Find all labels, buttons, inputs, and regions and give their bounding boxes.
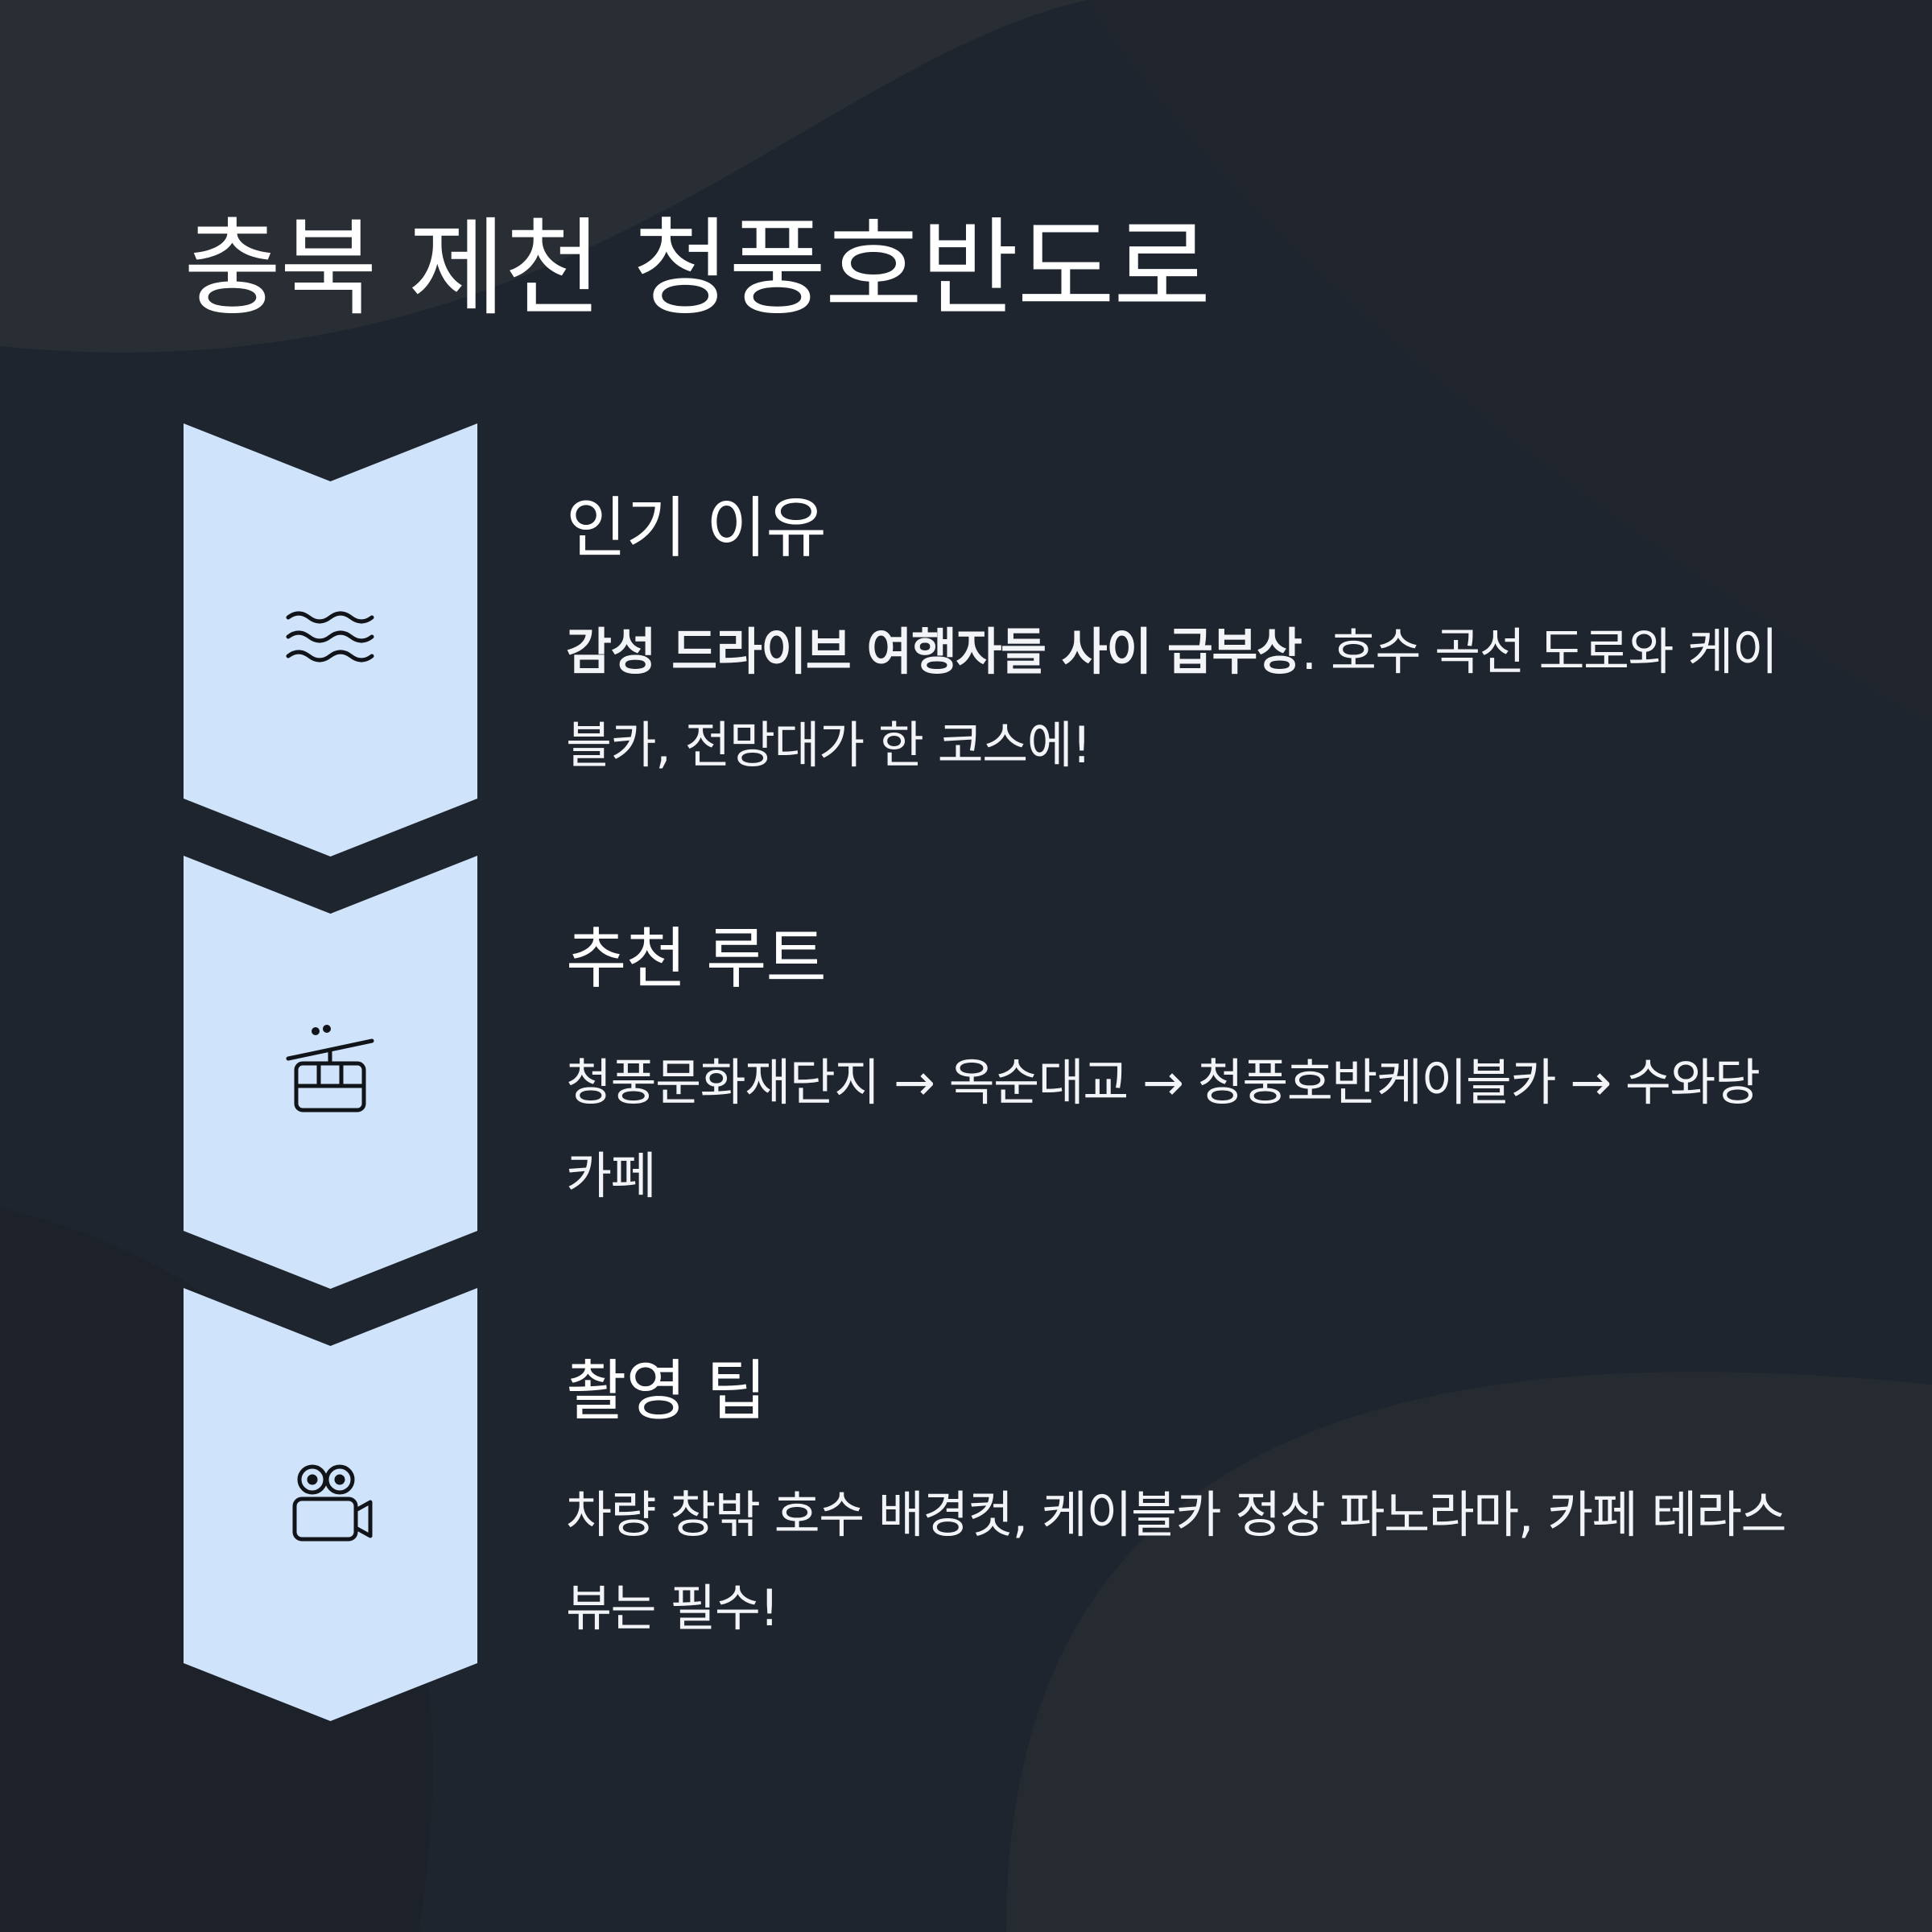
section-body-text: 차량 창밖 호수 배경컷, 케이블카 정상 파노라마, 카페 테라스뷰는 필수!: [566, 1485, 1787, 1637]
section-body: 감성 드라이브 여행자들 사이 급부상. 호수 곡선 도로와 케이블카, 전망대…: [566, 605, 1790, 792]
chevron-marker-3: [184, 1288, 477, 1723]
section-popularity: 인기 이유 감성 드라이브 여행자들 사이 급부상. 호수 곡선 도로와 케이블…: [566, 496, 1790, 792]
section-body: 차량 창밖 호수 배경컷, 케이블카 정상 파노라마, 카페 테라스뷰는 필수!: [566, 1468, 1790, 1655]
section-photo-tips: 촬영 팁 차량 창밖 호수 배경컷, 케이블카 정상 파노라마, 카페 테라스뷰…: [566, 1359, 1790, 1655]
section-body-highlight: 감성 드라이브 여행자들 사이 급부상: [566, 622, 1302, 681]
cable-car-icon: [286, 1025, 374, 1113]
chevron-shape: [184, 1288, 477, 1721]
page-title: 충북 제천 청풍호반도로: [184, 207, 1211, 331]
section-body: 청풍문화재단지 → 옥순대교 → 청풍호반케이블카 → 수와당 카페: [566, 1036, 1790, 1223]
water-waves-icon: [286, 611, 374, 663]
chevron-shape: [184, 856, 477, 1289]
video-camera-icon: [292, 1464, 373, 1542]
section-heading: 인기 이유: [566, 490, 827, 567]
chevron-marker-1: [184, 423, 477, 858]
section-body-text: . 호수 곡선 도로와 케이블카, 전망대가 한 코스에!: [566, 622, 1778, 774]
section-route: 추천 루트 청풍문화재단지 → 옥순대교 → 청풍호반케이블카 → 수와당 카페: [566, 927, 1790, 1223]
section-heading: 촬영 팁: [566, 1353, 766, 1430]
chevron-marker-2: [184, 856, 477, 1290]
section-body-text: 청풍문화재단지 → 옥순대교 → 청풍호반케이블카 → 수와당 카페: [566, 1053, 1761, 1205]
chevron-shape: [184, 423, 477, 857]
section-heading: 추천 루트: [566, 921, 827, 997]
